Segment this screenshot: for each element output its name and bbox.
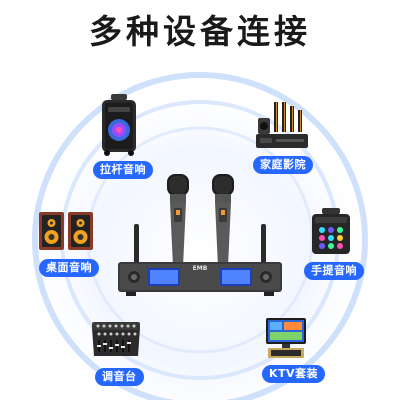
wireless-mic-system bbox=[118, 174, 282, 296]
ktv-set-icon bbox=[266, 318, 306, 358]
home-theater-icon bbox=[256, 102, 308, 148]
label-portable-speaker: 手提音响 bbox=[304, 262, 364, 280]
label-home-theater: 家庭影院 bbox=[253, 156, 313, 174]
receiver-brand: EMB bbox=[192, 265, 208, 272]
microphone-left bbox=[167, 174, 189, 267]
label-trolley-speaker: 拉杆音响 bbox=[93, 161, 153, 179]
label-desktop-speakers: 桌面音响 bbox=[39, 259, 99, 277]
desktop-speakers-icon bbox=[39, 212, 93, 250]
mixing-console-icon bbox=[92, 322, 140, 356]
trolley-speaker-icon bbox=[102, 94, 136, 156]
label-ktv-set: KTV套装 bbox=[262, 365, 326, 383]
label-mixing-console: 调音台 bbox=[95, 368, 144, 386]
portable-speaker-icon bbox=[312, 208, 350, 254]
page-title: 多种设备连接 bbox=[89, 12, 311, 51]
microphone-right bbox=[212, 174, 234, 267]
